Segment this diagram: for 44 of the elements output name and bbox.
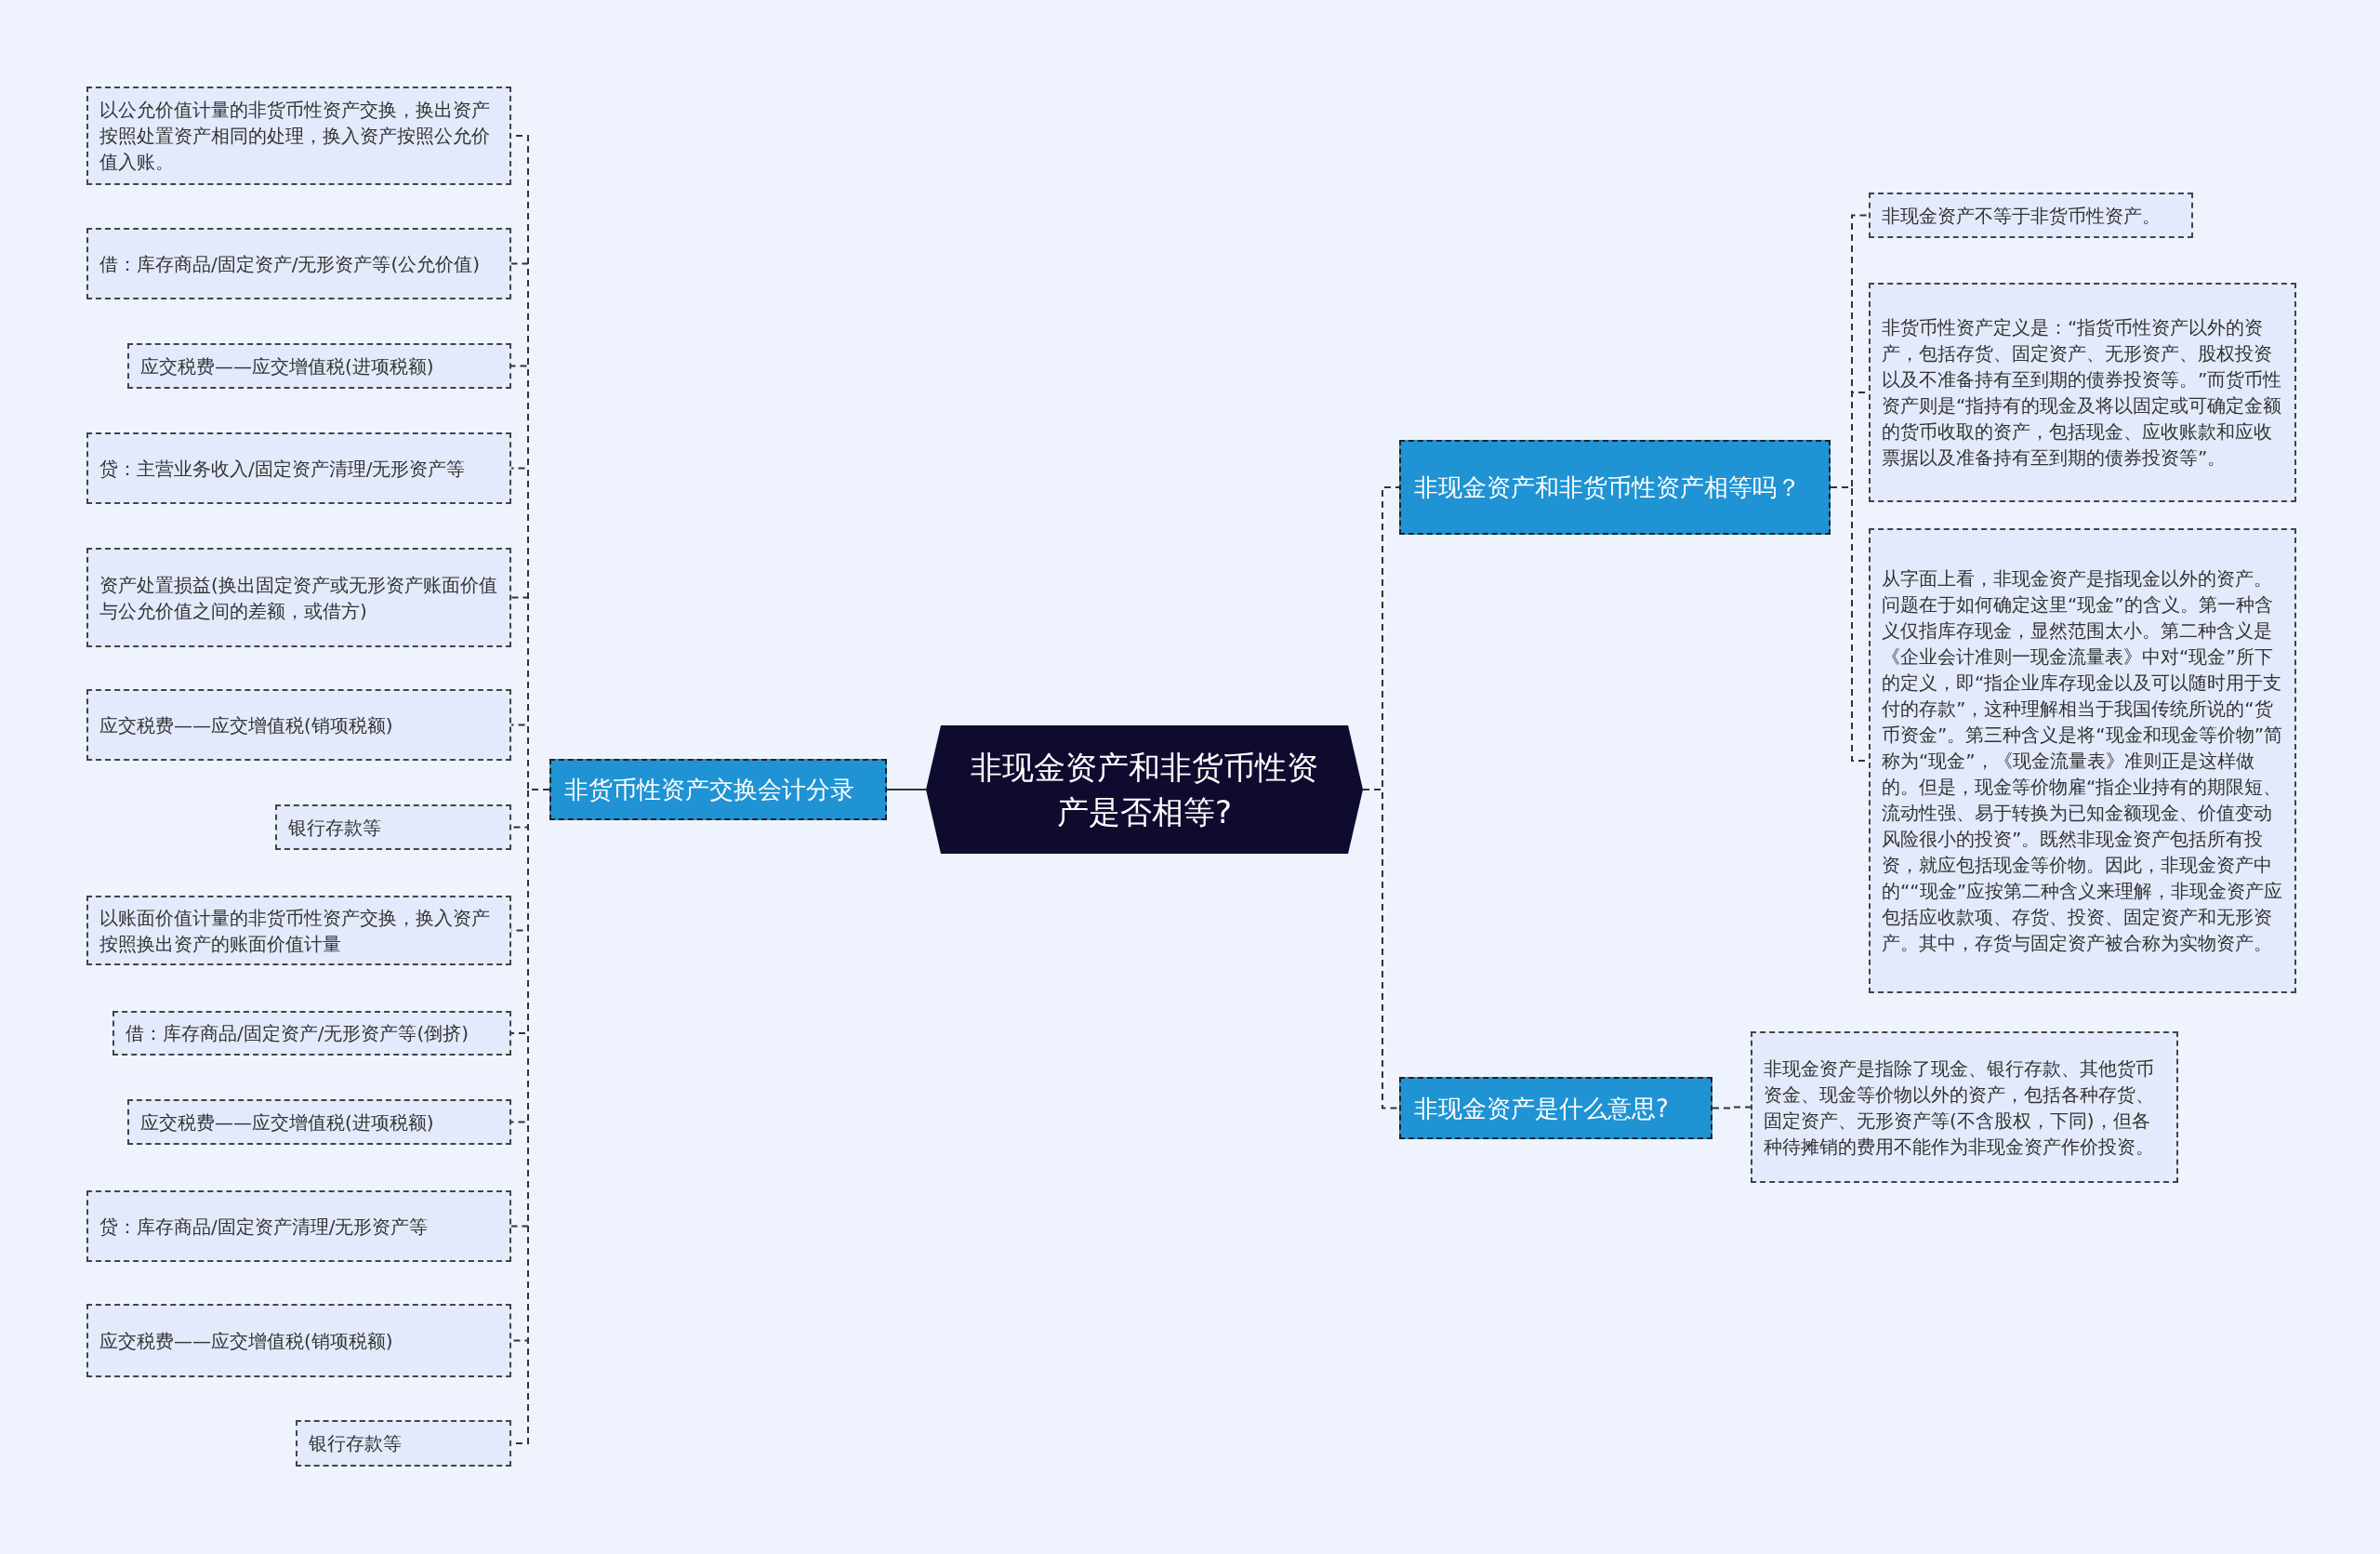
topic-text: 银行存款等 (309, 1431, 402, 1456)
topic-text: 非现金资产和非货币性资产相等吗？ (1414, 472, 1801, 503)
leaf-topic (86, 689, 511, 761)
leaf-topic (275, 804, 511, 850)
topic-text: 借：库存商品/固定资产/无形资产等(公允价值) (99, 251, 481, 277)
topic-text: 非现金资产是什么意思? (1414, 1093, 1669, 1124)
leaf-topic (127, 1099, 511, 1145)
topic-text: 应交税费——应交增值税(销项税额) (99, 712, 393, 738)
leaf-topic (86, 896, 511, 965)
leaf-topic (1869, 528, 2296, 993)
leaf-topic (1869, 283, 2296, 502)
topic-text: 非现金资产是指除了现金、银行存款、其他货币资金、现金等价物以外的资产，包括各种存货、固定资产、无形资产等(不含股权，下同)，但各种待摊销的费用不能作为非现金资产作价投资。 (1764, 1056, 2155, 1160)
topic-text: 非现金资产不等于非货币性资产。 (1882, 203, 2161, 229)
topic-text: 从字面上看，非现金资产是指现金以外的资产。问题在于如何确定这里“现金”的含义。第一种含义仅指库存现金，显然范围太小。第二种含义是《企业会计准则一现金流量表》中对“现金”所下的定义，即“指企业库存现金以及可以随时用于支付的存款”，这种理解相当于我国传统所说的“货币资金”。第三种含义是将“现金和现金等价物”简称为“现金”，《现金流量表》准则正是这样做的。但是，现金等价物雇“指企业持有的期限短、流动性强、易于转换为已知金额现金、价值变动风险很小的投资”。既然非现金资产包括所有投资，就应包括现金等价物。因此，非现金资产中的““现金”应按第二种含义来理解，非现金资产应包括应收款项、存货、投资、固定资产和无形资产。其中，存货与固定资产被合称为实物资产。 (1882, 566, 2283, 956)
leaf-topic (112, 1011, 511, 1056)
topic-text: 借：库存商品/固定资产/无形资产等(倒挤) (126, 1021, 469, 1046)
topic-text: 资产处置损益(换出固定资产或无形资产账面价值与公允价值之间的差额，或借方) (99, 572, 498, 624)
topic-text: 非现金资产和非货币性资产是否相等? (970, 748, 1319, 832)
topic-text: 应交税费——应交增值税(进项税额) (140, 353, 434, 379)
branch-topic (549, 759, 887, 820)
leaf-topic (86, 1304, 511, 1377)
leaf-topic (86, 548, 511, 647)
leaf-topic (296, 1420, 511, 1467)
leaf-topic (1869, 193, 2193, 238)
connector-line (886, 789, 927, 790)
topic-text: 贷：库存商品/固定资产清理/无形资产等 (99, 1214, 429, 1240)
branch-topic (1399, 440, 1831, 535)
topic-text: 以账面价值计量的非货币性资产交换，换入资产按照换出资产的账面价值计量 (99, 905, 491, 957)
leaf-topic (86, 228, 511, 299)
topic-text: 以公允价值计量的非货币性资产交换，换出资产按照处置资产相同的处理，换入资产按照公允价值入账。 (99, 98, 491, 175)
hexagon-topic (926, 725, 1363, 854)
leaf-topic (86, 86, 511, 185)
leaf-topic (1751, 1031, 2178, 1183)
topic-text: 贷：主营业务收入/固定资产清理/无形资产等 (99, 456, 466, 482)
connector-line (1712, 1106, 1752, 1109)
branch-topic (1399, 1077, 1712, 1139)
topic-text: 应交税费——应交增值税(销项税额) (99, 1328, 393, 1354)
leaf-topic (127, 343, 511, 389)
topic-text: 非货币性资产交换会计分录 (564, 775, 854, 805)
topic-text: 应交税费——应交增值税(进项税额) (140, 1109, 434, 1136)
topic-text: 银行存款等 (288, 815, 381, 841)
leaf-topic (86, 1190, 511, 1262)
topic-text: 非货币性资产定义是：“指货币性资产以外的资产，包括存货、固定资产、无形资产、股权投资以及不准备持有至到期的债券投资等。”而货币性资产则是“指持有的现金及将以固定或可确定金额的货币收取的资产，包括现金、应收账款和应收票据以及准备持有至到期的债券投资等”。 (1882, 315, 2283, 471)
leaf-topic (86, 432, 511, 504)
